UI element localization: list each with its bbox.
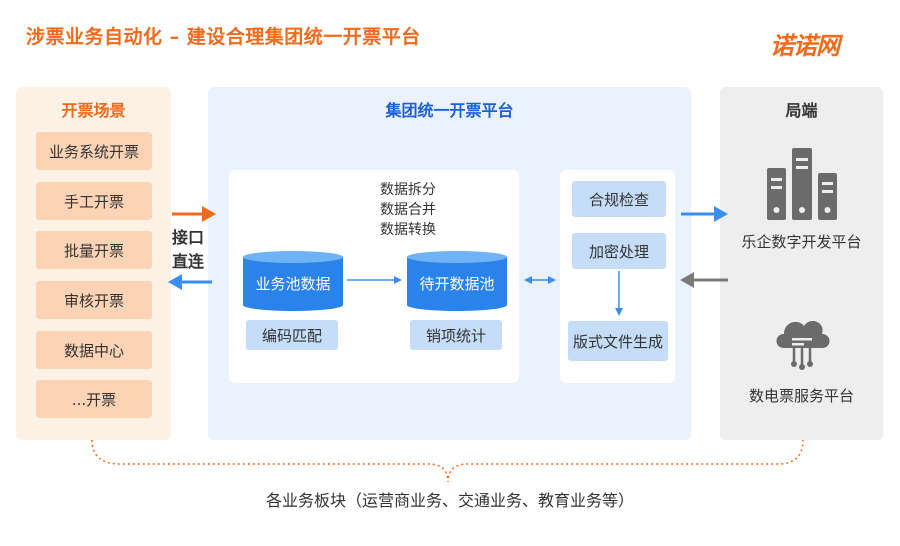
layout-file-box: 版式文件生成: [568, 321, 668, 361]
server-icon: [767, 148, 837, 220]
scene-item: 批量开票: [36, 231, 152, 269]
blue-arrow-right: [681, 206, 728, 222]
scene-panel-heading: 开票场景: [61, 101, 126, 120]
pool-flow-arrow: [347, 276, 402, 284]
grey-arrow-left: [680, 272, 728, 288]
data-op: 数据合并: [380, 202, 436, 218]
digital-invoice-label: 数电票服务平台: [748, 387, 854, 405]
encryption-box: 加密处理: [572, 233, 666, 269]
blue-arrow-left: [168, 274, 212, 290]
compliance-box: 合规检查: [572, 181, 666, 217]
interface-label: 接口 直连: [172, 226, 204, 274]
database-icon: [407, 251, 507, 311]
tax-bureau-panel: 局端 乐企数字开发平台 数电票服务平台: [720, 87, 883, 440]
leqi-platform-label: 乐企数字开发平台: [741, 233, 862, 251]
business-pool-label: 业务池数据: [255, 275, 331, 293]
business-pool-db: 业务池数据: [243, 251, 343, 311]
scene-item: 业务系统开票: [36, 132, 152, 170]
scene-item: 审核开票: [36, 281, 152, 319]
platform-panel-heading: 集团统一开票平台: [385, 101, 514, 120]
scene-item: 手工开票: [36, 182, 152, 220]
data-op: 数据拆分: [380, 182, 436, 198]
scene-item: ...开票: [36, 380, 152, 418]
scene-item: 数据中心: [36, 331, 152, 369]
interface-label-line: 直连: [172, 252, 205, 271]
interface-label-line: 接口: [172, 228, 205, 247]
bidirectional-arrow: [524, 276, 556, 284]
pending-pool-label: 待开数据池: [419, 275, 495, 293]
database-icon: [243, 251, 343, 311]
tax-bureau-heading: 局端: [785, 101, 818, 120]
cloud-service-icon: [776, 320, 830, 370]
data-ops-list: 数据拆分 数据合并 数据转换: [348, 180, 468, 240]
brand-logo: 诺诺网: [770, 32, 840, 60]
sales-stats-box: 销项统计: [410, 320, 502, 350]
dotted-brace: [91, 439, 804, 483]
code-match-box: 编码匹配: [246, 320, 338, 350]
orange-arrow-right: [172, 206, 216, 222]
down-arrow: [615, 271, 623, 316]
pending-pool-db: 待开数据池: [407, 251, 507, 311]
page-title: 涉票业务自动化 – 建设合理集团统一开票平台: [26, 26, 421, 48]
data-op: 数据转换: [380, 222, 436, 238]
scene-panel: 开票场景 业务系统开票 手工开票 批量开票 审核开票 数据中心 ...开票: [16, 87, 171, 440]
footer-caption: 各业务板块（运营商业务、交通业务、教育业务等）: [265, 491, 634, 510]
